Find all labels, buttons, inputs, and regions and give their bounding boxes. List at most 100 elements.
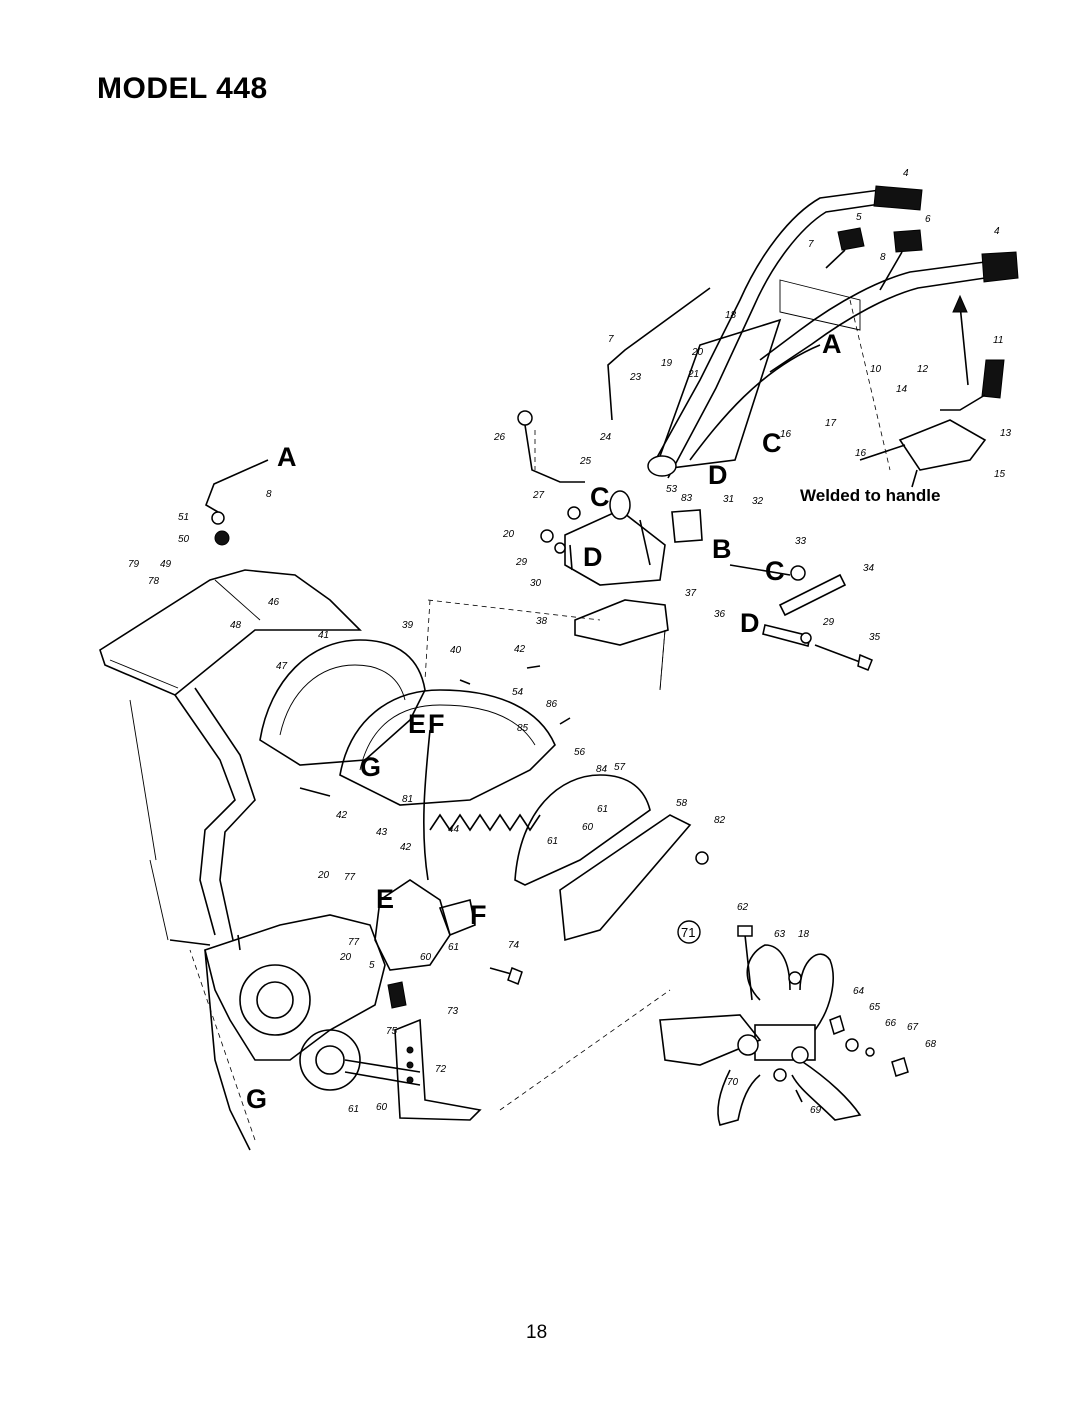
part-label: 41 bbox=[318, 630, 329, 641]
part-label: 61 bbox=[597, 804, 608, 815]
knob-5 bbox=[837, 227, 865, 251]
part-labels: 4 4 5 6 7 8 7 18 20 19 21 23 10 17 16 11… bbox=[128, 168, 1012, 1116]
part-label: 82 bbox=[714, 815, 726, 826]
part-label: 50 bbox=[178, 534, 190, 545]
transmission-assembly bbox=[169, 729, 523, 1151]
part-label: 5 bbox=[856, 212, 862, 223]
part-label: 39 bbox=[402, 620, 414, 631]
part-label: 46 bbox=[268, 597, 280, 608]
part-label: 77 bbox=[344, 872, 356, 883]
assembly-guide-lines bbox=[189, 599, 671, 1141]
part-label: 7 bbox=[608, 334, 614, 345]
kit-71-number: 71 bbox=[681, 925, 695, 940]
part-label: 42 bbox=[400, 842, 412, 853]
part-label: 10 bbox=[870, 364, 882, 375]
part-label: 16 bbox=[855, 448, 867, 459]
part-label: 66 bbox=[885, 1018, 897, 1029]
part-label: 29 bbox=[515, 557, 528, 568]
part-label: 4 bbox=[903, 168, 909, 179]
part-label: 60 bbox=[376, 1102, 388, 1113]
part-label: 78 bbox=[148, 576, 160, 587]
page-title: MODEL 448 bbox=[97, 72, 268, 105]
part-label: 29 bbox=[822, 617, 835, 628]
part-label: 34 bbox=[863, 563, 875, 574]
part-label: 65 bbox=[869, 1002, 881, 1013]
part-label: 67 bbox=[907, 1022, 919, 1033]
part-label: 32 bbox=[752, 496, 764, 507]
part-label: 19 bbox=[661, 358, 673, 369]
part-label: 54 bbox=[512, 687, 524, 698]
part-label: 73 bbox=[447, 1006, 459, 1017]
part-label: 20 bbox=[339, 952, 352, 963]
part-label: 30 bbox=[530, 578, 542, 589]
part-label: 11 bbox=[993, 335, 1003, 346]
callout-b: B bbox=[712, 534, 732, 564]
part-label: 68 bbox=[925, 1039, 937, 1050]
page-number: 18 bbox=[526, 1322, 548, 1343]
callout-f-bracket: F bbox=[470, 900, 487, 930]
depth-bar-assembly bbox=[99, 459, 362, 941]
part-label: 18 bbox=[798, 929, 810, 940]
link-bar bbox=[778, 573, 847, 617]
part-label: 61 bbox=[448, 942, 459, 953]
part-label: 58 bbox=[676, 798, 688, 809]
callout-d-bracket: D bbox=[583, 542, 603, 572]
callout-c-handle: C bbox=[762, 428, 782, 458]
part-label: 57 bbox=[614, 762, 626, 773]
part-label: 56 bbox=[574, 747, 586, 758]
shield-plate bbox=[574, 599, 669, 646]
callout-g-shield: G bbox=[360, 752, 381, 782]
part-label: 33 bbox=[795, 536, 807, 547]
part-label: 8 bbox=[880, 252, 886, 263]
clutch-grip bbox=[981, 359, 1005, 399]
part-label: 17 bbox=[825, 418, 837, 429]
part-label: 20 bbox=[502, 529, 515, 540]
part-label: 81 bbox=[402, 794, 413, 805]
part-label: 20 bbox=[317, 870, 330, 881]
part-label: 74 bbox=[508, 940, 520, 951]
part-label: 36 bbox=[714, 609, 726, 620]
handle-assembly bbox=[517, 185, 1019, 488]
callout-d-handle: D bbox=[708, 460, 728, 490]
part-label: 61 bbox=[348, 1104, 359, 1115]
part-label: 70 bbox=[727, 1077, 739, 1088]
part-label: 25 bbox=[579, 456, 592, 467]
part-label: 7 bbox=[808, 239, 814, 250]
part-label: 21 bbox=[687, 369, 699, 380]
part-label: 23 bbox=[629, 372, 642, 383]
part-label: 49 bbox=[160, 559, 172, 570]
shield-teeth bbox=[429, 813, 541, 832]
part-label: 15 bbox=[994, 469, 1006, 480]
callout-f-shield: F bbox=[428, 709, 445, 739]
part-label: 53 bbox=[666, 484, 678, 495]
part-label: 44 bbox=[448, 824, 460, 835]
part-label: 14 bbox=[896, 384, 908, 395]
clutch-bracket bbox=[898, 419, 987, 471]
part-label: 83 bbox=[681, 493, 693, 504]
callout-e-bracket: E bbox=[376, 884, 394, 914]
callout-e-shield: E bbox=[408, 709, 426, 739]
part-label: 86 bbox=[546, 699, 558, 710]
part-label: 27 bbox=[532, 490, 545, 501]
part-label: 31 bbox=[723, 494, 734, 505]
part-label: 63 bbox=[774, 929, 786, 940]
callout-c-bracket: C bbox=[590, 482, 610, 512]
kit-71-marker: 71 bbox=[677, 920, 701, 944]
part-label: 20 bbox=[691, 347, 704, 358]
part-label: 60 bbox=[582, 822, 594, 833]
part-label: 85 bbox=[517, 723, 529, 734]
welded-to-handle-note: Welded to handle bbox=[800, 486, 940, 505]
part-label: 13 bbox=[1000, 428, 1012, 439]
part-label: 69 bbox=[810, 1105, 822, 1116]
knob-6 bbox=[893, 229, 923, 253]
callout-a-handle: A bbox=[822, 329, 842, 359]
tine-assembly bbox=[659, 925, 909, 1126]
part-label: 48 bbox=[230, 620, 242, 631]
part-label: 42 bbox=[514, 644, 526, 655]
part-label: 75 bbox=[386, 1026, 398, 1037]
callout-d-link: D bbox=[740, 608, 760, 638]
part-label: 77 bbox=[348, 937, 360, 948]
part-label: 79 bbox=[128, 559, 140, 570]
